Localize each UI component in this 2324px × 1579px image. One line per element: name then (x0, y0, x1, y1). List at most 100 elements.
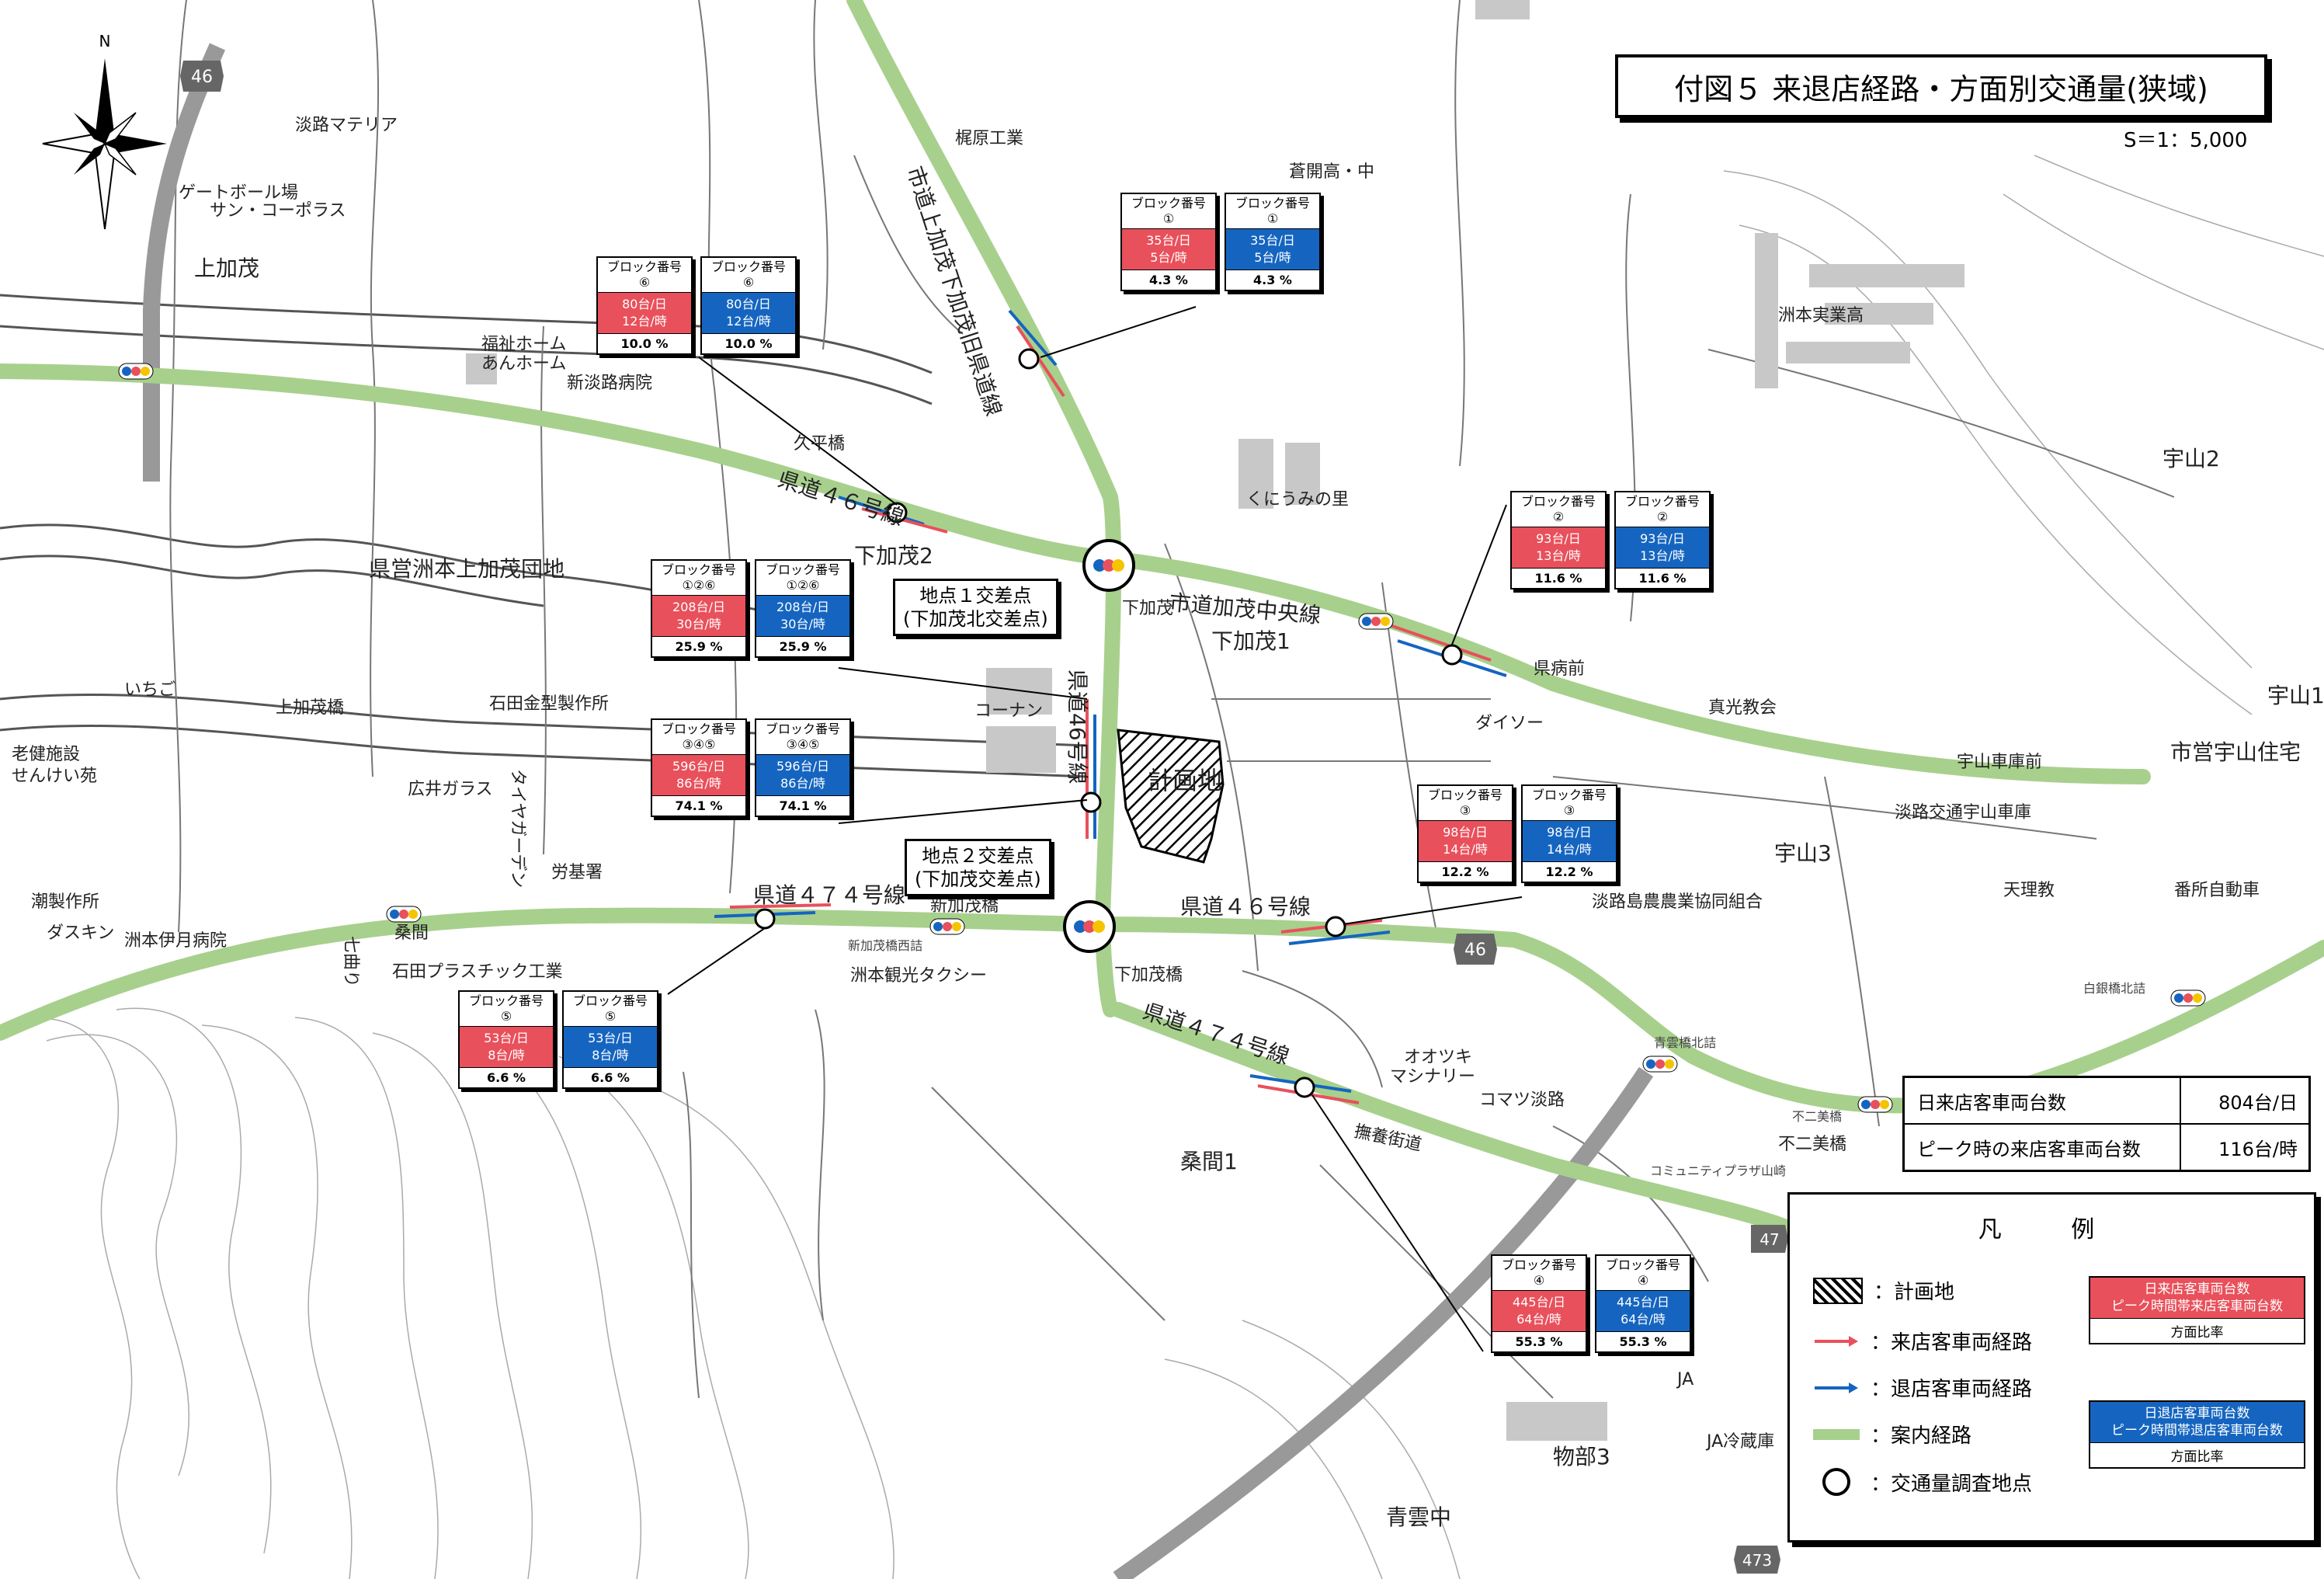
survey-point-1-sub: (下加茂北交差点) (903, 608, 1048, 630)
block-ratio: 55.3 % (1515, 1334, 1563, 1349)
label-route474-west: 県道４７４号線 (753, 882, 905, 908)
label-tire-garden: タイヤガーデン (508, 769, 527, 888)
survey-point-2-name: 地点２交差点 (922, 845, 1034, 867)
block-number: ①②⑥ (682, 578, 716, 593)
label-route46-south: 県道４６号線 (1180, 894, 1311, 920)
label-planned-site: 計画地 (1148, 766, 1222, 795)
buildings (466, 0, 1964, 1441)
label-aoun-jh: 青雲中 (1386, 1504, 1451, 1530)
label-kamikamo: 上加茂 (194, 256, 259, 281)
block-header: ブロック番号 (765, 722, 840, 736)
block-ratio: 10.0 % (724, 336, 773, 351)
block-number: ③ (1563, 803, 1575, 818)
label-tenri: 天理教 (2003, 881, 2055, 900)
block-inbound-daily: 98台/日 (1443, 825, 1488, 840)
label-uyama-garage: 宇山車庫前 (1957, 753, 2042, 772)
legend-item-site: ：計画地 (1813, 1276, 1954, 1305)
traffic-summary-table: 日来店客車両台数 804台/日 ピーク時の来店客車両台数 116台/時 (1902, 1076, 2311, 1172)
block-outbound-daily: 35台/日 (1250, 233, 1295, 248)
outbound-arrow-north (1008, 309, 1058, 367)
outbound-arrow-r46-south (1288, 930, 1391, 945)
block-inbound-peak: 14台/時 (1443, 842, 1488, 857)
label-shimokamo1: 下加茂1 (1211, 628, 1291, 654)
legend-hatch-swatch (1813, 1277, 1863, 1304)
block-ratio: 55.3 % (1619, 1334, 1667, 1349)
label-kuwama1: 桑間1 (1180, 1149, 1238, 1174)
summary-peak-value: 116台/時 (2218, 1138, 2298, 1160)
label-ootsuki: オオツキ (1404, 1048, 1472, 1067)
planned-site (1117, 729, 1225, 864)
block-header: ブロック番号 (468, 993, 544, 1008)
label-shiei-uyama: 市営宇山住宅 (2170, 739, 2301, 765)
block-inbound-peak: 5台/時 (1150, 250, 1187, 265)
block-outbound-peak: 64台/時 (1621, 1312, 1666, 1327)
block-outbound-peak: 14台/時 (1547, 842, 1592, 857)
label-kuniumi-sato: くにうみの里 (1246, 490, 1349, 510)
block-ratio: 25.9 % (675, 639, 723, 654)
block-outbound-daily: 93台/日 (1640, 531, 1685, 546)
label-shichi-magari: 七曲り (341, 936, 360, 987)
map-legend: 凡 例 ：計画地 ：来店客車両経路 ：退店客車両経路 ：案内経路 ：交通量調査地… (1787, 1192, 2316, 1542)
north-compass: N (42, 32, 167, 230)
survey-markers (754, 348, 1463, 1098)
label-ishida-plastic: 石田プラスチック工業 (392, 962, 563, 982)
survey-point-1-label: 地点１交差点 (下加茂北交差点) (893, 579, 1058, 636)
block-number: ③④⑤ (786, 737, 820, 752)
label-sun-corporasu: サン・コーポラス (210, 201, 346, 221)
inbound-arrow-r46-east (1389, 624, 1492, 662)
block-inbound-daily: 208台/日 (672, 600, 725, 614)
legend-key-inbound: 日来店客車両台数ピーク時間帯来店客車両台数 方面比率 (2089, 1276, 2305, 1344)
legend-inbound-arrow-icon (1815, 1335, 1858, 1347)
block-header: ブロック番号 (1131, 196, 1206, 210)
label-mononobe3: 物部3 (1553, 1444, 1610, 1469)
block-outbound-daily: 445台/日 (1617, 1295, 1669, 1309)
legend-label-inbound: ：来店客車両経路 (1871, 1331, 2033, 1355)
route-shield-46-south: 46 (1464, 941, 1486, 960)
block-number: ④ (1637, 1273, 1649, 1288)
label-roukisho: 労基署 (551, 863, 603, 882)
block-inbound-daily: 93台/日 (1536, 531, 1581, 546)
label-ishida-kanagata: 石田金型製作所 (489, 694, 609, 714)
legend-label-site: ：計画地 (1874, 1281, 1955, 1304)
label-daiso: ダイソー (1475, 714, 1544, 733)
block-header: ブロック番号 (661, 562, 736, 577)
block-ratio: 74.1 % (675, 798, 723, 813)
label-sumoto-jitsugyo: 洲本実業高 (1778, 306, 1864, 325)
block-header: ブロック番号 (1531, 788, 1607, 802)
summary-peak-label: ピーク時の来店客車両台数 (1905, 1125, 2181, 1170)
label-shimokamo-bridge: 下加茂橋 (1114, 965, 1183, 985)
map-title: 付図５ 来退店経路・方面別交通量(狭域) (1615, 54, 2267, 118)
road-network (0, 0, 2175, 1399)
block-inbound-daily: 80台/日 (622, 297, 667, 311)
block-header: ブロック番号 (572, 993, 648, 1008)
label-senkeien: せんけい苑 (12, 767, 97, 786)
survey-point-2-label: 地点２交差点 (下加茂交差点) (905, 839, 1051, 896)
label-kenbyoin-mae: 県病前 (1534, 659, 1585, 679)
block-header: ブロック番号 (1520, 494, 1596, 509)
block-number: ③ (1459, 803, 1471, 818)
label-machinery: マシナリー (1390, 1067, 1475, 1087)
block-number: ② (1656, 510, 1669, 524)
label-uyama1: 宇山1 (2267, 683, 2324, 708)
label-shin-awaji-hospital: 新淡路病院 (567, 374, 652, 393)
label-daskin: ダスキン (47, 923, 114, 943)
legend-label-outbound: ：退店客車両経路 (1871, 1378, 2033, 1401)
block-ratio: 6.6 % (487, 1070, 526, 1085)
legend-key-in-daily: 日来店客車両台数 (2144, 1282, 2250, 1297)
label-aoun-bridge: 青雲橋北詰 (1654, 1035, 1716, 1050)
label-ichigo: いちご (124, 680, 175, 700)
